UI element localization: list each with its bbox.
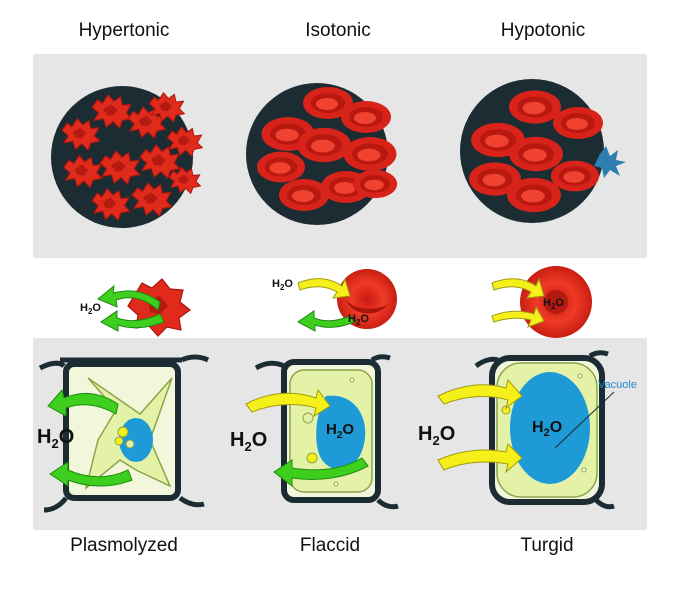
caption-flaccid: Flaccid [299, 535, 361, 556]
water-label: H2O [418, 423, 455, 448]
hypotonic-rbc: H2O [491, 266, 592, 338]
vacuole-label: Vacuole [598, 379, 637, 391]
title-hypertonic: Hypertonic [78, 20, 170, 41]
water-in-arrow [491, 277, 545, 299]
water-in-arrow [491, 305, 545, 328]
water-label: H2O [37, 426, 74, 451]
water-in-arrow [437, 378, 523, 410]
water-label: H2O [80, 302, 101, 316]
water-in-arrow [245, 388, 331, 418]
vacuole-pointer [554, 391, 615, 449]
water-out-arrow [273, 457, 369, 488]
water-out-arrow [49, 461, 133, 487]
hypotonic-dish [460, 79, 626, 223]
red-blood-cell [279, 179, 329, 211]
vacuole [316, 395, 366, 470]
swollen-cell [509, 136, 563, 172]
red-blood-cell [256, 151, 306, 183]
vacuole [510, 372, 590, 484]
caption-plasmolyzed: Plasmolyzed [70, 535, 178, 556]
swollen-cell [550, 160, 600, 192]
water-in-arrow [437, 443, 523, 474]
title-isotonic: Isotonic [305, 20, 371, 41]
water-label: H2O [326, 421, 354, 441]
water-out-arrow [100, 310, 165, 332]
burst-cell [594, 146, 626, 178]
plasmolyzed-plant-cell: H2O [37, 354, 210, 513]
water-label: H2O [348, 313, 369, 327]
isotonic-rbc: H2O H2O [272, 269, 397, 332]
water-label: H2O [543, 297, 564, 311]
hypertonic-rbc: H2O [80, 278, 191, 337]
turgid-plant-cell: Vacuole H2O H2O [418, 350, 637, 510]
water-out-arrow [97, 284, 161, 311]
hypertonic-dish [51, 86, 203, 228]
flaccid-plant-cell: H2O H2O [230, 354, 399, 510]
water-label: H2O [532, 419, 562, 439]
water-out-arrow [47, 388, 119, 417]
red-blood-cell [297, 127, 351, 163]
red-blood-cell [343, 137, 397, 171]
isotonic-dish [246, 83, 398, 225]
red-blood-cell [352, 169, 398, 199]
vacuole [119, 418, 153, 462]
caption-turgid: Turgid [520, 535, 574, 556]
swollen-cell [553, 107, 603, 139]
water-label: H2O [230, 429, 267, 454]
swollen-cell [507, 177, 561, 213]
title-hypotonic: Hypotonic [500, 20, 586, 41]
swollen-cell [509, 90, 561, 124]
water-label: H2O [272, 278, 293, 292]
water-out-arrow [297, 310, 355, 332]
water-in-arrow [297, 277, 351, 299]
red-blood-cell [341, 101, 391, 133]
